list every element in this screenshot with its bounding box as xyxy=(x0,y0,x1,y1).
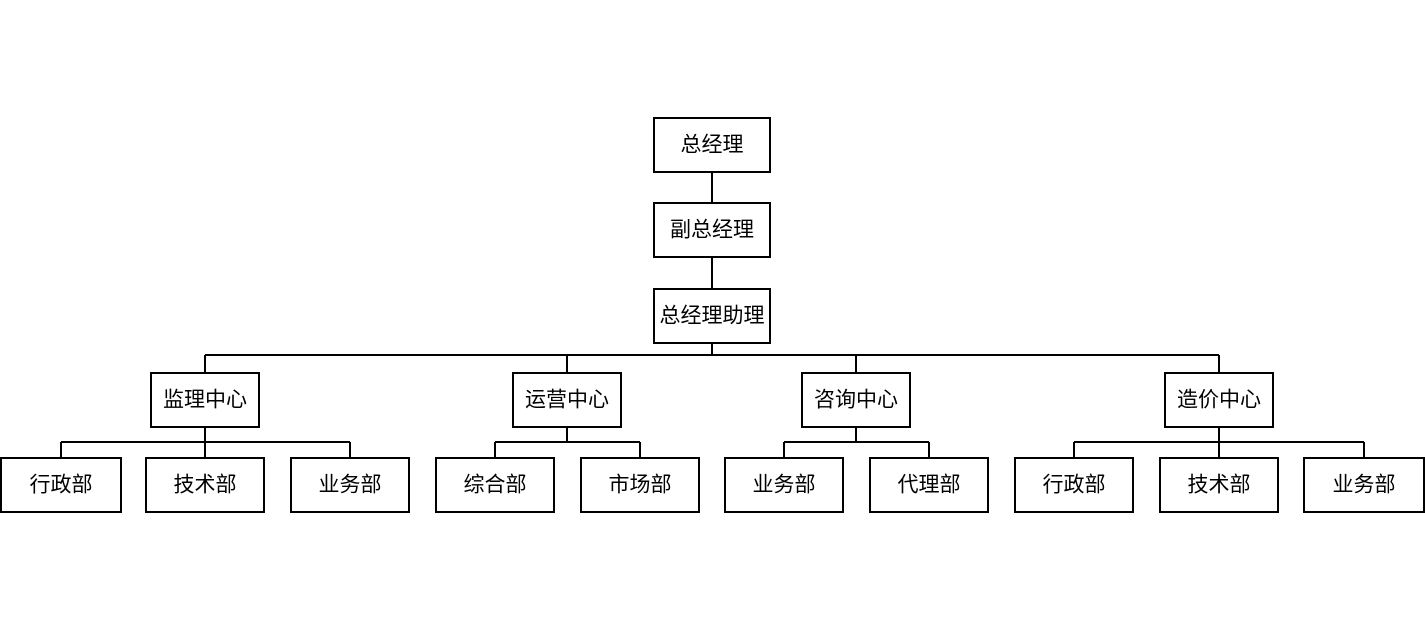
node-label: 造价中心 xyxy=(1177,389,1261,412)
node-box xyxy=(145,457,265,513)
node-label: 技术部 xyxy=(174,474,237,497)
org-node-n-c3-d2[interactable]: 代理部 xyxy=(869,457,989,513)
node-box xyxy=(0,457,122,513)
org-node-n-c3-d1[interactable]: 业务部 xyxy=(724,457,844,513)
node-box xyxy=(1303,457,1425,513)
node-box xyxy=(653,202,771,258)
org-node-n-c1-d2[interactable]: 技术部 xyxy=(145,457,265,513)
node-box xyxy=(1159,457,1279,513)
node-box xyxy=(801,372,911,428)
org-node-n-c1-d1[interactable]: 行政部 xyxy=(0,457,122,513)
org-node-n-c1[interactable]: 监理中心 xyxy=(150,372,260,428)
node-box xyxy=(1014,457,1134,513)
node-box xyxy=(724,457,844,513)
node-box xyxy=(869,457,989,513)
org-node-n-c2-d2[interactable]: 市场部 xyxy=(580,457,700,513)
node-label: 咨询中心 xyxy=(814,389,898,412)
org-node-n-c4-d2[interactable]: 技术部 xyxy=(1159,457,1279,513)
org-node-n-c3[interactable]: 咨询中心 xyxy=(801,372,911,428)
org-node-n-c4-d3[interactable]: 业务部 xyxy=(1303,457,1425,513)
node-label: 总经理助理 xyxy=(660,305,765,328)
node-box xyxy=(435,457,555,513)
node-box xyxy=(653,117,771,173)
node-label: 总经理 xyxy=(681,134,744,157)
node-label: 行政部 xyxy=(30,474,93,497)
node-label: 监理中心 xyxy=(163,389,247,412)
node-box xyxy=(580,457,700,513)
node-label: 行政部 xyxy=(1043,474,1106,497)
org-node-n-gma[interactable]: 总经理助理 xyxy=(653,288,771,344)
org-node-n-dgm[interactable]: 副总经理 xyxy=(653,202,771,258)
node-label: 综合部 xyxy=(464,474,527,497)
org-node-n-c1-d3[interactable]: 业务部 xyxy=(290,457,410,513)
node-label: 业务部 xyxy=(753,474,816,497)
org-node-n-gm[interactable]: 总经理 xyxy=(653,117,771,173)
node-label: 副总经理 xyxy=(670,219,754,242)
node-label: 市场部 xyxy=(609,474,672,497)
connector-layer xyxy=(60,173,1365,457)
org-node-n-c4[interactable]: 造价中心 xyxy=(1164,372,1274,428)
node-box xyxy=(290,457,410,513)
org-node-n-c4-d1[interactable]: 行政部 xyxy=(1014,457,1134,513)
node-label: 运营中心 xyxy=(525,389,609,412)
node-box xyxy=(653,288,771,344)
org-node-n-c2-d1[interactable]: 综合部 xyxy=(435,457,555,513)
node-label: 业务部 xyxy=(319,474,382,497)
node-box xyxy=(512,372,622,428)
node-box xyxy=(1164,372,1274,428)
node-label: 代理部 xyxy=(898,474,961,497)
node-label: 技术部 xyxy=(1188,474,1251,497)
node-label: 业务部 xyxy=(1333,474,1396,497)
node-box xyxy=(150,372,260,428)
org-node-n-c2[interactable]: 运营中心 xyxy=(512,372,622,428)
